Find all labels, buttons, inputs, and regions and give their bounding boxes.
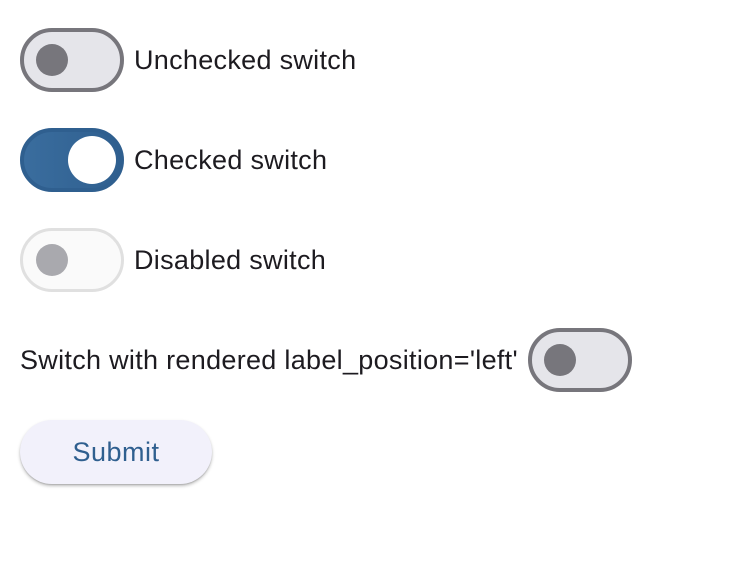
switch-thumb xyxy=(543,344,576,376)
disabled-switch xyxy=(20,228,124,292)
checked-switch-label: Checked switch xyxy=(134,144,328,175)
switch-thumb xyxy=(36,44,68,76)
unchecked-switch-label: Unchecked switch xyxy=(134,44,357,75)
switch-thumb xyxy=(68,136,116,184)
switch-row-unchecked: Unchecked switch xyxy=(20,28,356,92)
switch-row-label-left: Switch with rendered label_position='lef… xyxy=(20,328,632,392)
switch-row-disabled: Disabled switch xyxy=(20,228,326,292)
submit-button[interactable]: Submit xyxy=(20,420,212,484)
disabled-switch-label: Disabled switch xyxy=(134,244,327,275)
switch-thumb xyxy=(36,244,68,276)
checked-switch[interactable] xyxy=(20,128,124,192)
switch-row-checked: Checked switch xyxy=(20,128,327,192)
label-left-switch-label: Switch with rendered label_position='lef… xyxy=(20,344,518,375)
label-left-switch[interactable] xyxy=(527,328,632,392)
unchecked-switch[interactable] xyxy=(20,28,124,92)
